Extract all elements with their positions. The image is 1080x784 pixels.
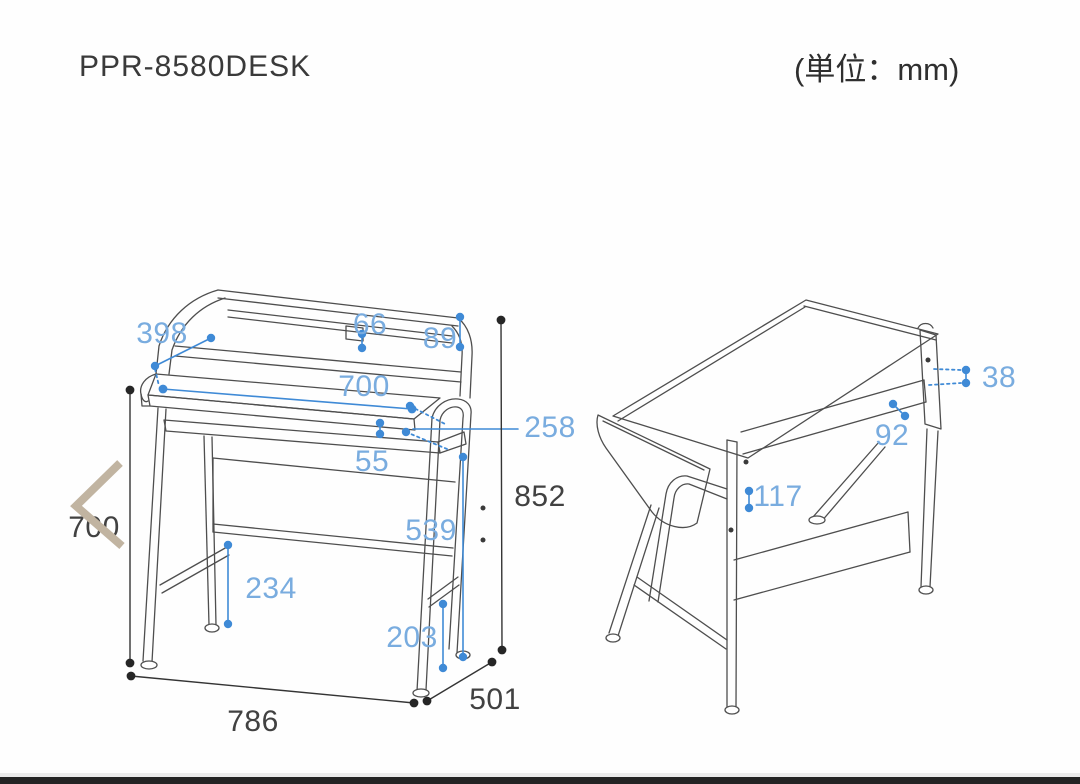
dim-tray-depth-label: 258 <box>524 411 576 444</box>
dim-back-panel-width-label: 398 <box>136 317 188 350</box>
dim-panel-gap-label: 38 <box>981 361 1017 394</box>
dim-overall-width-label: 786 <box>227 705 279 738</box>
rear-view-dimension-lines <box>744 365 971 513</box>
rear-view-drawing <box>596 299 942 715</box>
dim-leg-to-floor-label: 234 <box>245 572 297 605</box>
dim-overall-height-label: 852 <box>514 480 566 513</box>
dim-overall-depth-label: 501 <box>469 683 521 716</box>
dim-back-rail-height-label: 89 <box>422 322 458 355</box>
model-number-title: PPR-8580DESK <box>79 50 312 83</box>
bottom-bar <box>0 773 1080 784</box>
front-view-drawing <box>139 289 486 698</box>
dim-post-offset-label: 117 <box>753 480 803 513</box>
unit-note: (単位：mm) <box>794 52 960 87</box>
dim-crossbar-to-floor-label: 203 <box>386 621 438 654</box>
front-view-dimension-lines <box>125 312 519 708</box>
dim-desktop-width-label: 700 <box>338 370 390 403</box>
dim-beam-width-label: 92 <box>874 419 910 452</box>
dim-slot-width-label: 66 <box>352 308 388 341</box>
dim-tray-thickness-label: 55 <box>354 445 390 478</box>
dim-side-frame-height-label: 539 <box>405 514 457 547</box>
